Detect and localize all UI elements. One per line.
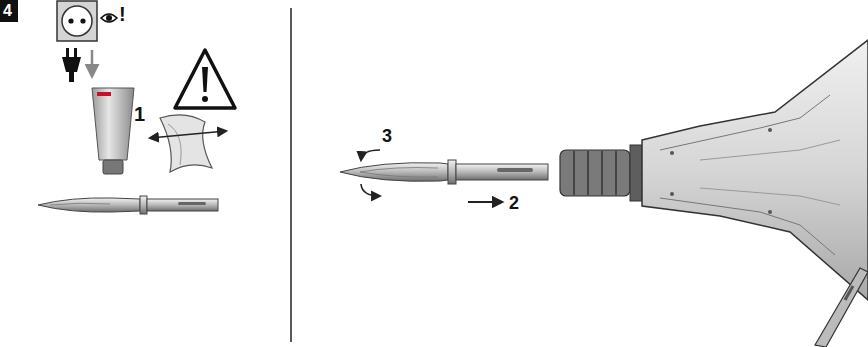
attention-mark: ! — [119, 4, 126, 24]
callout-number: 2 — [509, 194, 519, 212]
figure-number: 4 — [3, 3, 12, 19]
callout-number: 1 — [134, 104, 145, 124]
callout-number: 3 — [382, 127, 392, 145]
